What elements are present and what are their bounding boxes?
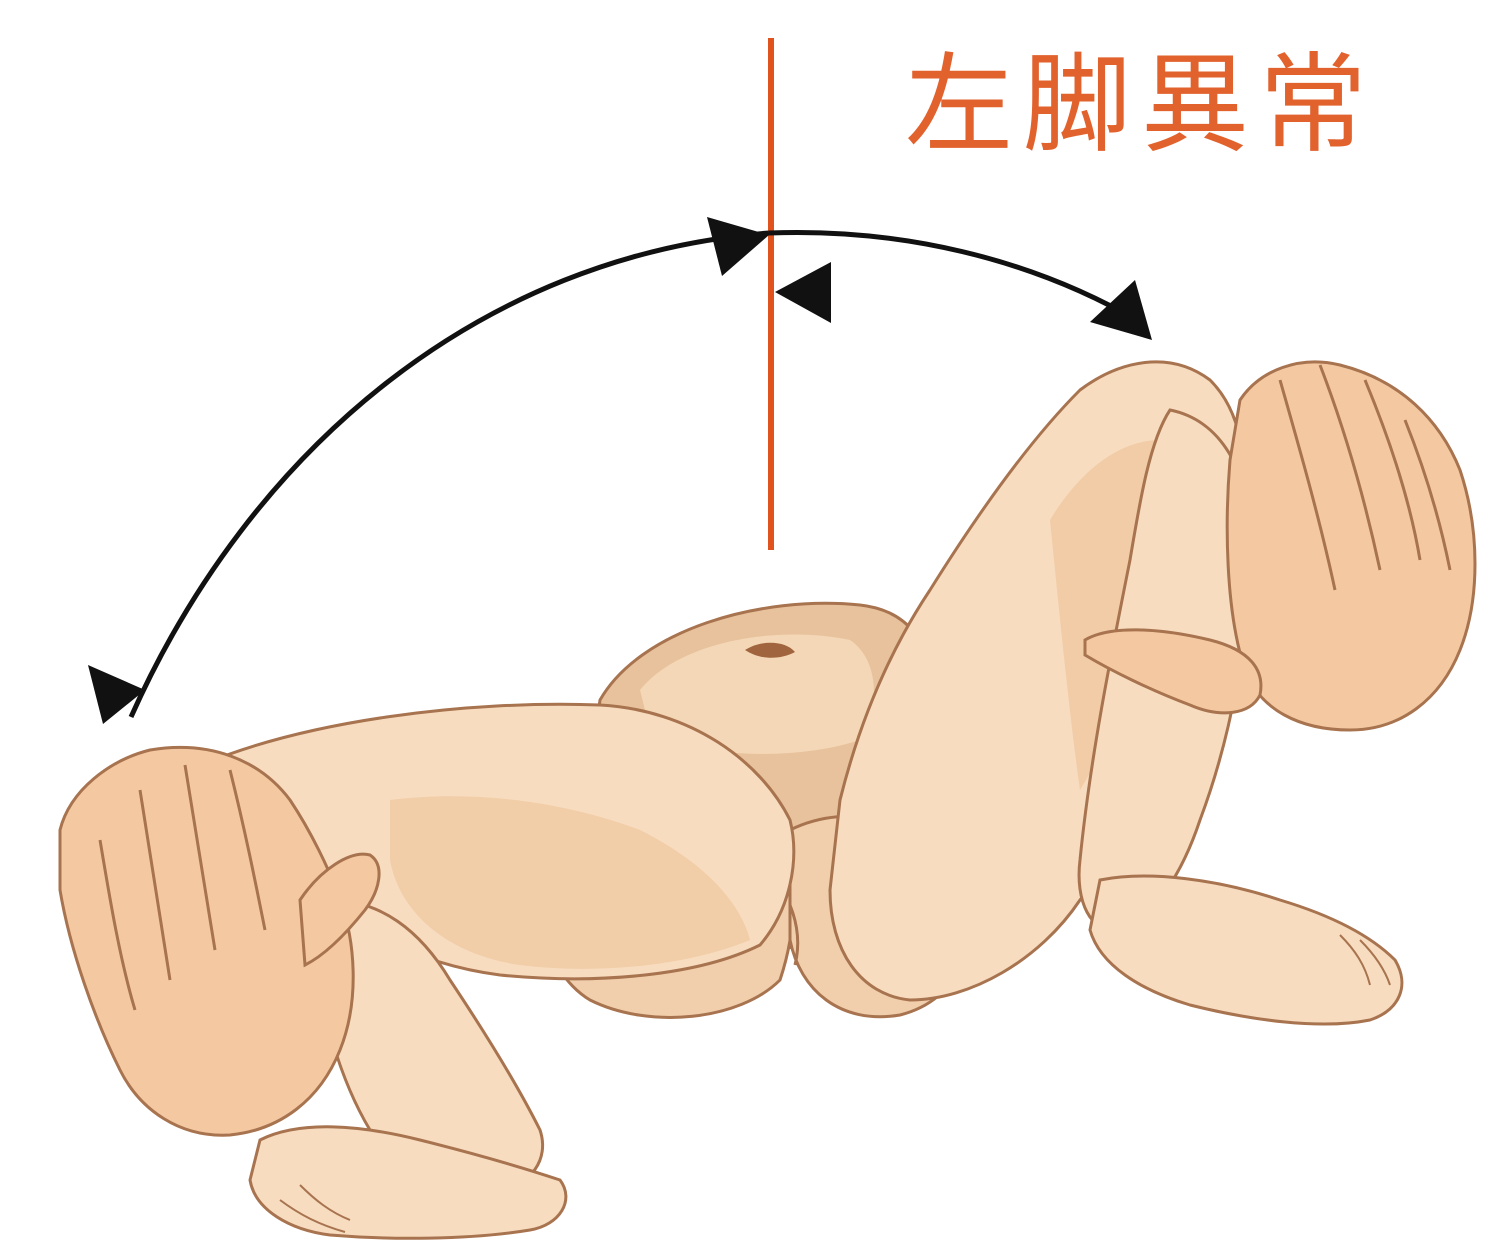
arrowhead-right: [1090, 280, 1152, 340]
arrowhead-mid-reverse: [775, 262, 831, 323]
caption-label: 左脚異常: [905, 52, 1377, 160]
arrowhead-left-bottom: [88, 665, 145, 724]
arrowhead-left-top: [707, 217, 769, 276]
right-palm: [1227, 362, 1475, 730]
right-foot: [1090, 876, 1402, 1024]
